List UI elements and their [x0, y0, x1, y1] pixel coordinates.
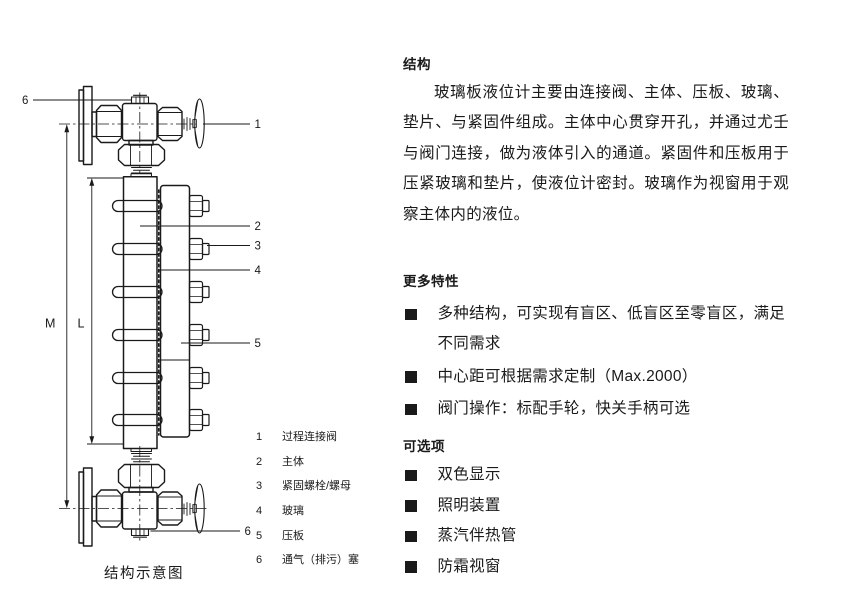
- main-body-column: [111, 176, 210, 450]
- legend-number: 3: [256, 480, 263, 493]
- feature-text: 多种结构，可实现有盲区、低盲区至零盲区，满足不同需求: [437, 305, 786, 353]
- option-item: 双色显示: [403, 460, 795, 491]
- bullet-square-icon: [405, 561, 417, 573]
- legend-label: 过程连接阀: [282, 431, 337, 443]
- top-bellows: [131, 167, 152, 174]
- dimension-arrows: [64, 124, 95, 509]
- legend-item: 5 压板: [256, 524, 359, 549]
- bullet-square-icon: [405, 371, 417, 383]
- callout-6-bottom: 6: [245, 526, 251, 538]
- callout-leaders: [33, 99, 250, 532]
- features-list: 多种结构，可实现有盲区、低盲区至零盲区，满足不同需求 中心距可根据需求定制（Ma…: [403, 299, 795, 427]
- legend-label: 玻璃: [282, 505, 304, 518]
- gauge-structure-diagram: 6 1 2 3 4 5 6 M L: [22, 85, 262, 547]
- structure-paragraph: 玻璃板液位计主要由连接阀、主体、压板、玻璃、垫片、与紧固件组成。主体中心贯穿开孔…: [403, 84, 789, 223]
- bottom-flange: [82, 467, 93, 547]
- feature-text: 阀门操作：标配手轮，快关手柄可选: [437, 400, 691, 418]
- callout-4: 4: [255, 265, 262, 277]
- legend-label: 紧固螺栓/螺母: [282, 480, 352, 493]
- option-text: 照明装置: [437, 496, 501, 514]
- option-text: 蒸汽伴热管: [437, 527, 517, 545]
- bottom-union-nut: [117, 463, 166, 489]
- callout-2: 2: [255, 221, 261, 233]
- fastening-bolts: [188, 194, 210, 432]
- legend-item: 3 紧固螺栓/螺母: [256, 474, 359, 499]
- legend-number: 4: [256, 505, 263, 518]
- dimension-label-l: L: [78, 317, 85, 331]
- vent-plug: [130, 94, 150, 105]
- feature-text: 中心距可根据需求定制（Max.2000）: [437, 367, 698, 385]
- diagram-caption: 结构示意图: [104, 566, 184, 582]
- top-process-valve: [78, 85, 205, 178]
- feature-item: 中心距可根据需求定制（Max.2000）: [403, 362, 795, 392]
- dimension-label-m: M: [45, 317, 55, 331]
- legend-label: 通气（排污）塞: [282, 554, 359, 567]
- option-item: 照明装置: [403, 491, 795, 522]
- legend-number: 1: [256, 431, 263, 443]
- legend-item: 2 主体: [256, 450, 359, 475]
- legend-label: 主体: [282, 455, 304, 468]
- dimension-lines: [66, 126, 124, 506]
- callout-3: 3: [255, 241, 261, 253]
- callout-1: 1: [255, 119, 261, 131]
- legend-number: 6: [256, 554, 263, 567]
- option-item: 防霜视窗: [403, 552, 795, 583]
- bullet-square-icon: [405, 530, 417, 543]
- option-text: 防霜视窗: [437, 557, 501, 575]
- top-flange: [82, 85, 93, 166]
- legend-item: 4 玻璃: [256, 499, 359, 524]
- top-union-nut: [117, 143, 166, 167]
- callout-6-top: 6: [22, 95, 28, 107]
- section-heading-features: 更多特性: [403, 274, 459, 289]
- legend-item: 1 过程连接阀: [256, 425, 359, 450]
- bottom-bellows: [131, 453, 152, 463]
- callout-5: 5: [255, 338, 261, 350]
- legend-number: 2: [256, 455, 263, 468]
- legend-number: 5: [256, 529, 263, 542]
- option-text: 双色显示: [437, 466, 501, 483]
- cover-plate: [159, 184, 191, 438]
- parts-legend: 1 过程连接阀 2 主体 3 紧固螺栓/螺母 4 玻璃 5 压板 6 通气（排污…: [256, 425, 359, 573]
- main-body-tube: [122, 176, 158, 450]
- bottom-process-valve: [78, 448, 205, 547]
- option-item: 蒸汽伴热管: [403, 521, 795, 552]
- feature-item: 多种结构，可实现有盲区、低盲区至零盲区，满足不同需求: [403, 299, 795, 360]
- clamp-bars: [111, 199, 163, 427]
- top-handwheel: [183, 98, 205, 149]
- bullet-square-icon: [405, 500, 417, 512]
- bottom-handwheel: [183, 483, 205, 534]
- bullet-square-icon: [405, 308, 417, 320]
- section-heading-structure: 结构: [403, 57, 431, 72]
- options-list: 双色显示 照明装置 蒸汽伴热管 防霜视窗: [403, 460, 795, 582]
- legend-label: 压板: [282, 529, 304, 542]
- bullet-square-icon: [405, 403, 417, 416]
- feature-item: 阀门操作：标配手轮，快关手柄可选: [403, 394, 795, 424]
- section-heading-options: 可选项: [403, 439, 445, 454]
- drain-plug: [130, 528, 150, 538]
- bullet-square-icon: [405, 469, 417, 481]
- legend-item: 6 通气（排污）塞: [256, 548, 359, 573]
